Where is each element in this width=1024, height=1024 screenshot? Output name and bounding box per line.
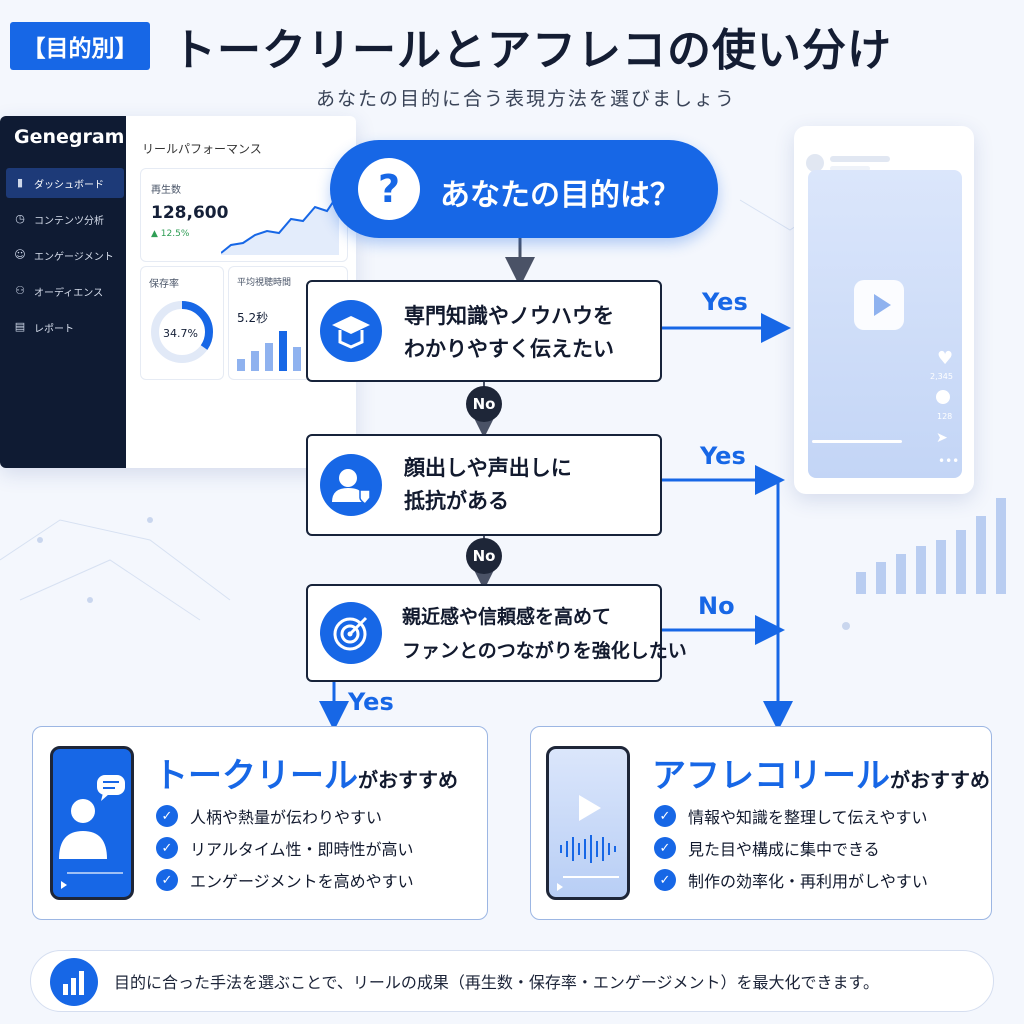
clock-icon: ◷ (15, 212, 25, 225)
afureko-reel-title: アフレコリールがおすすめ (652, 748, 990, 797)
brand-logo: Genegram (14, 126, 125, 148)
phone-progress-bar (812, 440, 902, 443)
decision-line-1: 親近感や信頼感を高めて (402, 606, 612, 628)
analytics-dashboard: Genegram ▮ ダッシュボード ◷ コンテンツ分析 ☺ エンゲージメント … (0, 116, 356, 468)
afureko-reel-suffix: がおすすめ (890, 768, 990, 792)
phone-username-placeholder (830, 156, 890, 162)
document-icon: ▤ (14, 320, 26, 333)
sidebar-item-dashboard[interactable]: ▮ ダッシュボード (6, 168, 124, 198)
check-icon: ✓ (156, 869, 178, 891)
list-item: ✓ リアルタイム性・即時性が高い (156, 832, 414, 864)
question-icon: ? (358, 158, 420, 220)
talk-reel-name: トークリール (154, 756, 358, 796)
check-icon: ✓ (654, 805, 676, 827)
likes-count: 2,345 (930, 372, 953, 381)
decision-line-2: わかりやすく伝えたい (404, 337, 614, 361)
dashboard-sidebar: Genegram ▮ ダッシュボード ◷ コンテンツ分析 ☺ エンゲージメント … (0, 116, 126, 468)
summary-text: 目的に合った手法を選ぶことで、リールの成果（再生数・保存率・エンゲージメント）を… (114, 973, 879, 992)
save-rate-label: 保存率 (149, 279, 179, 290)
users-icon: ⚇ (15, 284, 25, 297)
sidebar-item-label: オーディエンス (34, 287, 104, 299)
decision-line-1: 専門知識やノウハウを (404, 304, 614, 328)
list-item: ✓ 情報や知識を整理して伝えやすい (654, 800, 928, 832)
save-rate-card: 保存率 34.7% (140, 266, 224, 380)
yes-label-1: Yes (702, 288, 748, 316)
save-rate-donut (151, 301, 213, 363)
question-text: あなたの目的は？ (440, 178, 680, 213)
point-text: 人柄や熱量が伝わりやすい (190, 808, 383, 827)
person-shield-icon (320, 454, 382, 516)
no-badge-2: No (466, 538, 502, 574)
check-icon: ✓ (156, 837, 178, 859)
sidebar-item-engagement[interactable]: ☺ エンゲージメント (6, 240, 124, 270)
plays-card: 再生数 128,600 ▲ 12.5% (140, 168, 348, 262)
target-icon (320, 602, 382, 664)
play-icon[interactable] (854, 280, 904, 330)
yes-label-2: Yes (700, 442, 746, 470)
phone-mockup: ♥ 2,345 128 ➤ ••• (794, 126, 974, 494)
plays-value: 128,600 (151, 203, 229, 223)
afureko-reel-name: アフレコリール (652, 756, 890, 796)
page-subtitle: あなたの目的に合う表現方法を選びましょう (316, 88, 737, 110)
heart-icon[interactable]: ♥ (937, 348, 954, 369)
list-item: ✓ エンゲージメントを高めやすい (156, 864, 414, 896)
talk-phone-icon (50, 746, 134, 900)
share-icon[interactable]: ➤ (936, 430, 948, 446)
avg-watch-value: 5.2秒 (237, 311, 269, 325)
bar-chart-icon: ▮ (16, 176, 24, 189)
decision-text-face-voice: 顔出しや声出しに 抵抗がある (404, 452, 572, 518)
comment-icon[interactable] (936, 390, 950, 404)
talk-reel-suffix: がおすすめ (358, 768, 458, 792)
decision-text-trust: 親近感や信頼感を高めて ファンとのつながりを強化したい (402, 600, 687, 668)
list-item: ✓ 見た目や構成に集中できる (654, 832, 928, 864)
category-tag: 【目的別】 (10, 22, 150, 70)
plays-change: ▲ 12.5% (151, 229, 190, 239)
decision-line-2: 抵抗がある (404, 489, 509, 513)
no-label-3: No (698, 592, 735, 620)
check-icon: ✓ (654, 869, 676, 891)
sidebar-item-label: コンテンツ分析 (34, 215, 104, 227)
phone-avatar (806, 154, 824, 172)
smile-icon: ☺ (14, 248, 26, 261)
plays-sparkline (221, 192, 340, 255)
page-title: トークリールとアフレコの使い分け (172, 25, 892, 76)
decision-line-1: 顔出しや声出しに (404, 456, 572, 480)
no-badge-1: No (466, 386, 502, 422)
more-icon[interactable]: ••• (938, 454, 960, 468)
point-text: エンゲージメントを高めやすい (190, 872, 414, 891)
check-icon: ✓ (156, 805, 178, 827)
bar-chart-icon (50, 958, 98, 1006)
afureko-reel-points: ✓ 情報や知識を整理して伝えやすい ✓ 見た目や構成に集中できる ✓ 制作の効率化・再… (654, 800, 928, 896)
point-text: 情報や知識を整理して伝えやすい (688, 808, 928, 827)
sidebar-item-label: エンゲージメント (34, 251, 114, 263)
talk-reel-points: ✓ 人柄や熱量が伝わりやすい ✓ リアルタイム性・即時性が高い ✓ エンゲージメントを… (156, 800, 414, 896)
save-rate-value: 34.7% (163, 327, 198, 340)
point-text: リアルタイム性・即時性が高い (190, 840, 414, 859)
decision-text-expertise: 専門知識やノウハウを わかりやすく伝えたい (404, 300, 614, 366)
sidebar-item-label: ダッシュボード (34, 179, 104, 191)
list-item: ✓ 制作の効率化・再利用がしやすい (654, 864, 928, 896)
avg-watch-bars (237, 331, 301, 371)
check-icon: ✓ (654, 837, 676, 859)
decision-line-2: ファンとのつながりを強化したい (402, 640, 687, 662)
sidebar-item-audience[interactable]: ⚇ オーディエンス (6, 276, 124, 306)
sidebar-item-content-analysis[interactable]: ◷ コンテンツ分析 (6, 204, 124, 234)
talk-reel-title: トークリールがおすすめ (154, 748, 458, 797)
phone-meta-placeholder (830, 166, 870, 171)
yes-label-3: Yes (348, 688, 394, 716)
list-item: ✓ 人柄や熱量が伝わりやすい (156, 800, 414, 832)
sidebar-item-report[interactable]: ▤ レポート (6, 312, 124, 342)
avg-watch-label: 平均視聴時間 (237, 278, 292, 288)
comments-count: 128 (937, 412, 953, 421)
afureko-phone-icon (546, 746, 630, 900)
point-text: 制作の効率化・再利用がしやすい (688, 872, 928, 891)
point-text: 見た目や構成に集中できる (688, 840, 880, 859)
summary-footer (30, 950, 994, 1012)
dashboard-heading: リールパフォーマンス (142, 142, 262, 156)
sidebar-item-label: レポート (34, 323, 74, 335)
plays-label: 再生数 (151, 185, 181, 196)
graduation-cap-icon (320, 300, 382, 362)
